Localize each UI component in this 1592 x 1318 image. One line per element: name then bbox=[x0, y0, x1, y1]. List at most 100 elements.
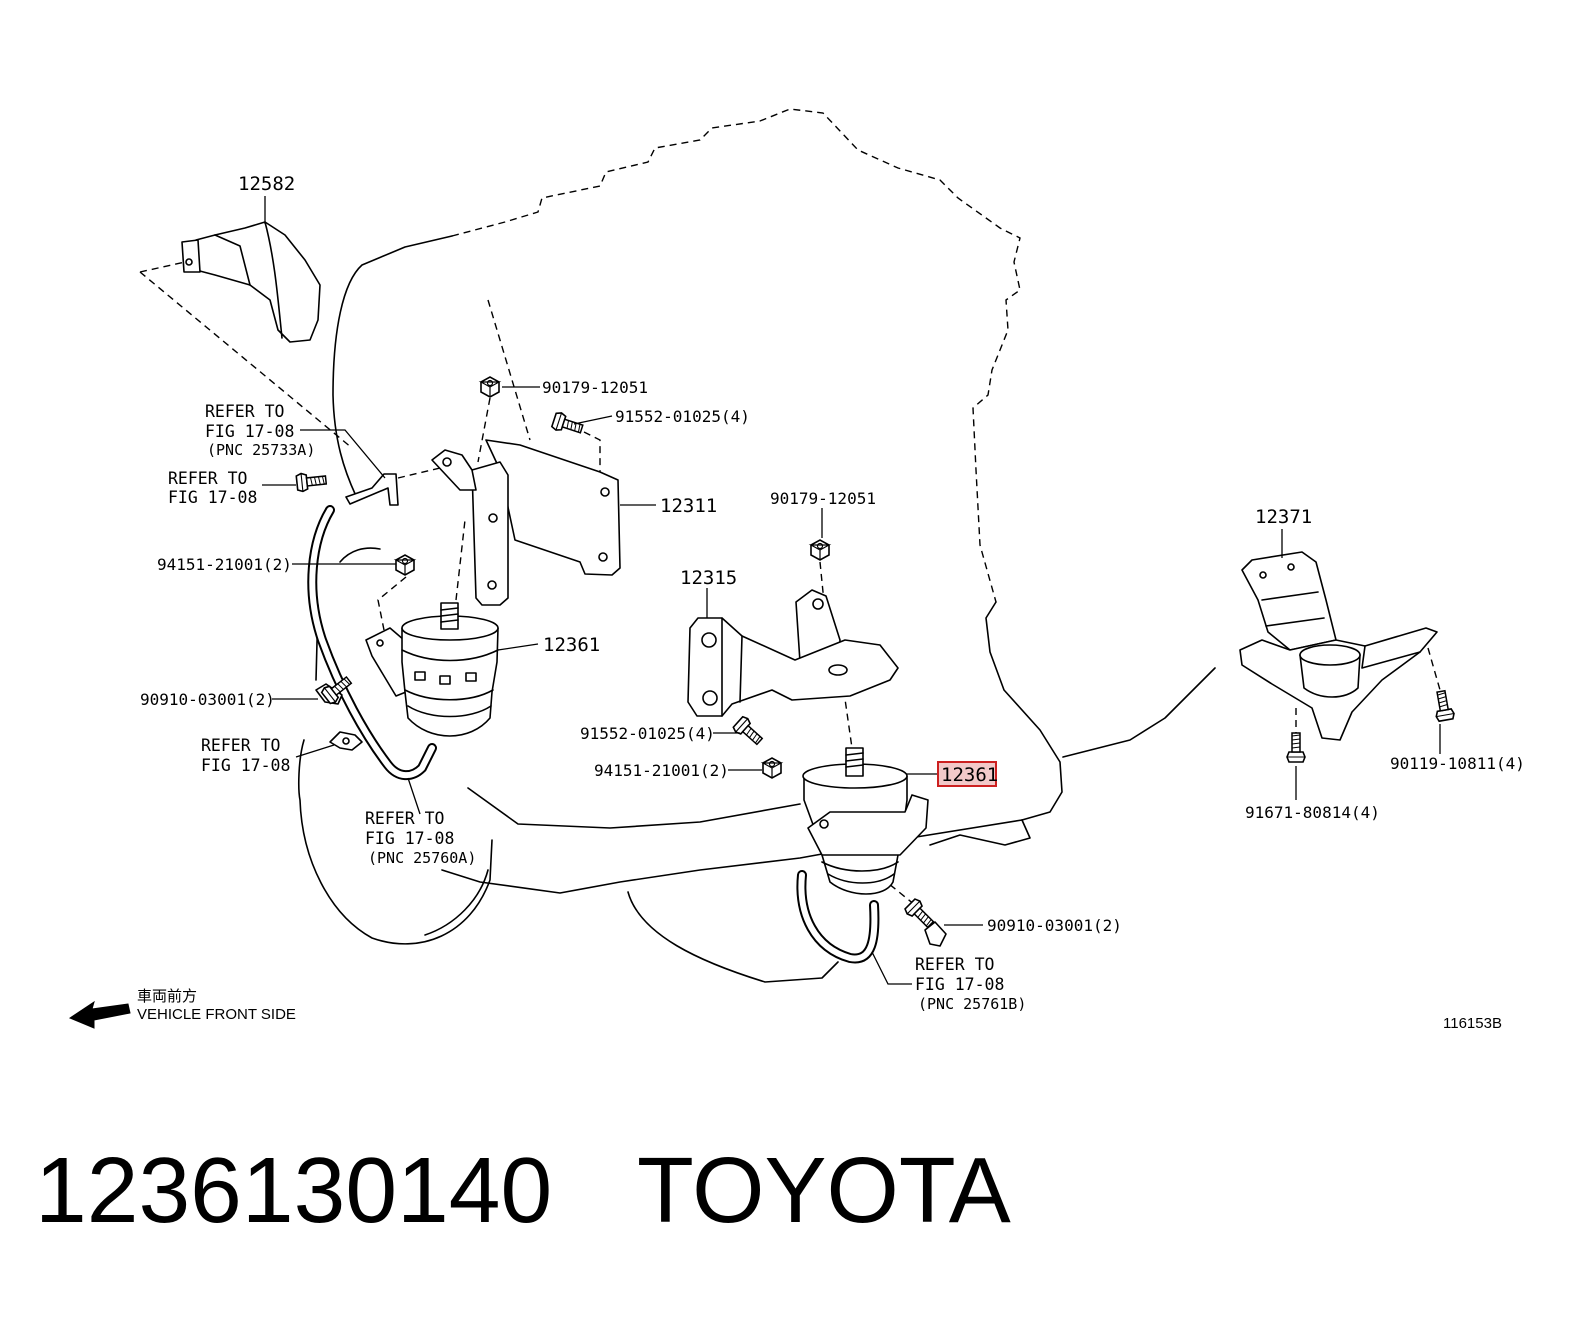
shield-inner-line bbox=[214, 234, 251, 286]
hose-clip-left-hole bbox=[342, 737, 350, 745]
bracket-12371-cylinder bbox=[1299, 654, 1361, 698]
bolt-refer-fig-shape bbox=[295, 470, 328, 493]
bolt-91671-shape bbox=[1286, 732, 1306, 763]
figure-id: 116153B bbox=[1443, 1015, 1502, 1032]
assembly-line-nut-90179-left bbox=[477, 397, 491, 463]
mount-right-stud bbox=[845, 747, 864, 777]
callout-12582: 12582 bbox=[238, 173, 295, 195]
bracket-12315-hole bbox=[828, 664, 848, 676]
leader-12361-left bbox=[497, 643, 539, 651]
shield-fold-line bbox=[264, 221, 283, 339]
bracket-12311-hole bbox=[598, 552, 608, 562]
bolt-refer-fig bbox=[295, 470, 328, 493]
caption-part-number: 1236130140 bbox=[35, 1138, 552, 1242]
engine-block-inner-edge bbox=[487, 299, 531, 441]
leader-refer-1 bbox=[300, 429, 386, 479]
leader-refer-5 bbox=[871, 951, 912, 985]
assembly-line-clip-bracket bbox=[397, 467, 441, 479]
part-12582-shield bbox=[181, 221, 321, 343]
bolt-91671 bbox=[1286, 732, 1306, 763]
highlight-box bbox=[937, 761, 997, 787]
mount-right-flange-hole bbox=[819, 819, 829, 829]
callout-90119: 90119-10811(4) bbox=[1390, 754, 1525, 773]
oil-pan-outline bbox=[627, 891, 839, 983]
callout-90910-right: 90910-03001(2) bbox=[987, 916, 1122, 935]
refer-5-line2: FIG 17-08 bbox=[915, 975, 1004, 994]
engine-mount-12361-right bbox=[802, 747, 929, 895]
callout-12311: 12311 bbox=[660, 495, 717, 517]
bracket-12311-hole bbox=[487, 580, 497, 590]
engine-mount-12361-left bbox=[365, 602, 499, 737]
leader-91552-left bbox=[573, 415, 613, 425]
leader-lines bbox=[262, 196, 1441, 985]
bracket-12371-flange-edge bbox=[1361, 645, 1421, 669]
mount-left-rib bbox=[404, 689, 494, 701]
callout-90179-left: 90179-12051 bbox=[542, 378, 648, 397]
assembly-line-bolt-91552-left bbox=[583, 431, 601, 476]
part-12315-bracket bbox=[687, 589, 899, 717]
bracket-12311-vertical-plate bbox=[471, 461, 509, 606]
refer-5-line3: (PNC 25761B) bbox=[918, 995, 1026, 1013]
refer-2-line2: FIG 17-08 bbox=[168, 488, 257, 507]
bolt-91552-right bbox=[731, 714, 767, 749]
clip-body bbox=[345, 473, 399, 506]
vacuum-hose-left bbox=[307, 505, 437, 781]
mount-right-rib bbox=[827, 873, 895, 884]
mount-left-rib bbox=[407, 705, 492, 718]
refer-4-line1: REFER TO bbox=[365, 809, 444, 828]
mount-left-slot bbox=[439, 675, 451, 685]
part-12371-bracket bbox=[1239, 551, 1438, 741]
fasteners bbox=[295, 376, 1456, 947]
vehicle-front-indicator: 車両前方 VEHICLE FRONT SIDE bbox=[68, 988, 296, 1029]
nut-94151-left bbox=[395, 554, 415, 576]
callout-90910-left: 90910-03001(2) bbox=[140, 690, 275, 709]
nut-90179-right bbox=[810, 539, 830, 561]
hose-clip-bracket bbox=[345, 473, 399, 506]
refer-4-line2: FIG 17-08 bbox=[365, 829, 454, 848]
engine-block-bottom-edge bbox=[441, 819, 1023, 894]
refer-3-line2: FIG 17-08 bbox=[201, 756, 290, 775]
refer-1-line2: FIG 17-08 bbox=[205, 422, 294, 441]
bracket-12315-hole bbox=[702, 690, 718, 706]
callout-12361-left: 12361 bbox=[543, 634, 600, 656]
engine-sump-edge bbox=[467, 787, 801, 829]
right-mount-link-line bbox=[1062, 667, 1216, 758]
leader-refer-3 bbox=[295, 744, 335, 758]
assembly-line-bolt-90119 bbox=[1427, 647, 1441, 691]
bracket-12311-hole bbox=[488, 513, 498, 523]
vacuum-hose-right bbox=[796, 870, 880, 964]
engine-block-right-edge bbox=[985, 601, 1063, 821]
caption-brand: TOYOTA bbox=[637, 1138, 1011, 1242]
refer-3-line1: REFER TO bbox=[201, 736, 280, 755]
callout-12315: 12315 bbox=[680, 567, 737, 589]
callout-labels: 12582 REFER TO FIG 17-08 (PNC 25733A) RE… bbox=[140, 173, 1525, 1013]
mount-right-rib bbox=[821, 861, 899, 872]
mount-left-arm bbox=[365, 627, 407, 697]
mount-right-flange bbox=[807, 794, 929, 856]
bracket-12315-hole bbox=[812, 598, 824, 610]
refer-2-line1: REFER TO bbox=[168, 469, 247, 488]
vehicle-front-label-jp: 車両前方 bbox=[137, 988, 197, 1005]
bracket-12311-hole bbox=[600, 487, 610, 497]
engine-block-left-edge bbox=[332, 235, 453, 497]
clamp-90910-right bbox=[924, 921, 947, 947]
bolt-90119-shape bbox=[1431, 689, 1456, 723]
assembly-line-12582-b bbox=[139, 271, 353, 449]
arrow-left-icon bbox=[68, 1000, 131, 1029]
hose-left-inner bbox=[309, 507, 435, 779]
callout-12371: 12371 bbox=[1255, 506, 1312, 528]
part-12311-bracket bbox=[431, 439, 621, 606]
mount-left-arm-hole bbox=[376, 639, 384, 647]
mount-left-stud-thread bbox=[440, 607, 459, 623]
engine-outline bbox=[298, 108, 1216, 983]
callout-12361-right: 12361 bbox=[941, 764, 998, 786]
assembly-line-nut-94151-left bbox=[377, 576, 407, 631]
pulley-inner-arc bbox=[424, 869, 489, 936]
shield-tab-hole bbox=[185, 258, 193, 266]
bracket-12311-top-ear bbox=[431, 449, 477, 491]
bolt-91552-left-shape bbox=[550, 410, 586, 439]
bracket-12315-hole bbox=[701, 632, 717, 648]
callout-91671: 91671-80814(4) bbox=[1245, 803, 1380, 822]
bracket-12371-cylinder-top bbox=[1299, 644, 1361, 666]
hose-right-inner bbox=[798, 872, 878, 962]
